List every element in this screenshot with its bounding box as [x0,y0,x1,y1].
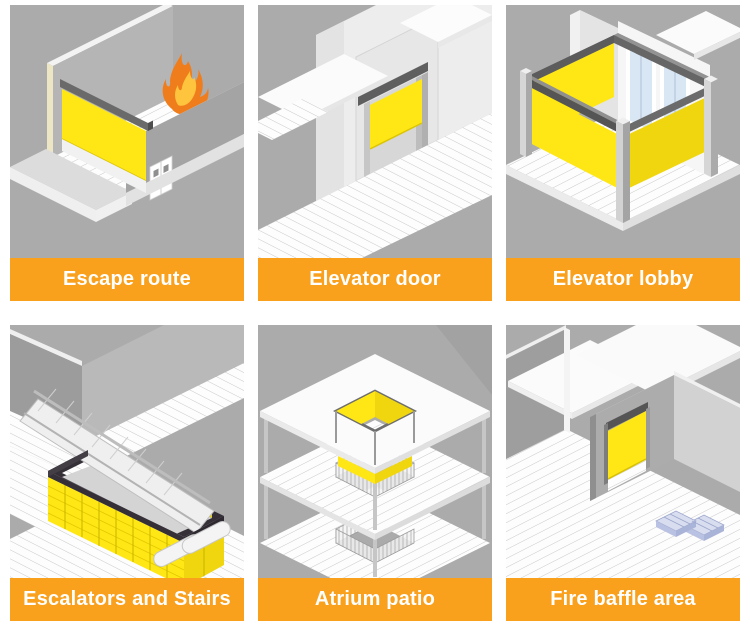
panel-fire-baffle-area: Fire baffle area [506,325,740,621]
elevator-lobby-drawing [506,10,740,231]
escalator-ramp [19,388,215,534]
elevator-lobby-illustration [506,5,740,258]
fire-baffle-area-drawing [506,325,740,578]
atrium-patio-illustration [258,325,492,578]
escalator-exit-units [153,521,231,567]
panel-atrium-patio: Atrium patio [258,325,492,621]
panel-escape-route: Escape route [10,5,244,301]
elevator-door-caption: Elevator door [258,258,492,301]
panel-elevator-lobby: Elevator lobby [506,5,740,301]
escalators-stairs-caption: Escalators and Stairs [10,578,244,621]
escape-route-drawing [10,5,244,222]
escape-route-caption: Escape route [10,258,244,301]
atrium-patio-caption: Atrium patio [258,578,492,621]
escalators-stairs-drawing [10,325,244,578]
fire-curtain [370,79,422,149]
panel-elevator-door: Elevator door [258,5,492,301]
fire-baffle-area-caption: Fire baffle area [506,578,740,621]
pallet-stack [655,510,725,541]
elevator-lobby-caption: Elevator lobby [506,258,740,301]
elevator-door-illustration [258,5,492,258]
fire-curtain [526,87,623,191]
escape-route-illustration [10,5,244,258]
panel-escalators-stairs: Escalators and Stairs [10,325,244,621]
corner-columns [520,68,718,223]
fire-baffle-area-illustration [506,325,740,578]
fire-curtain [62,89,146,181]
escalators-stairs-illustration [10,325,244,578]
elevator-door-drawing [258,5,492,258]
fire-curtain [608,411,646,479]
fire-flames [162,53,209,115]
atrium-patio-drawing [260,325,492,578]
